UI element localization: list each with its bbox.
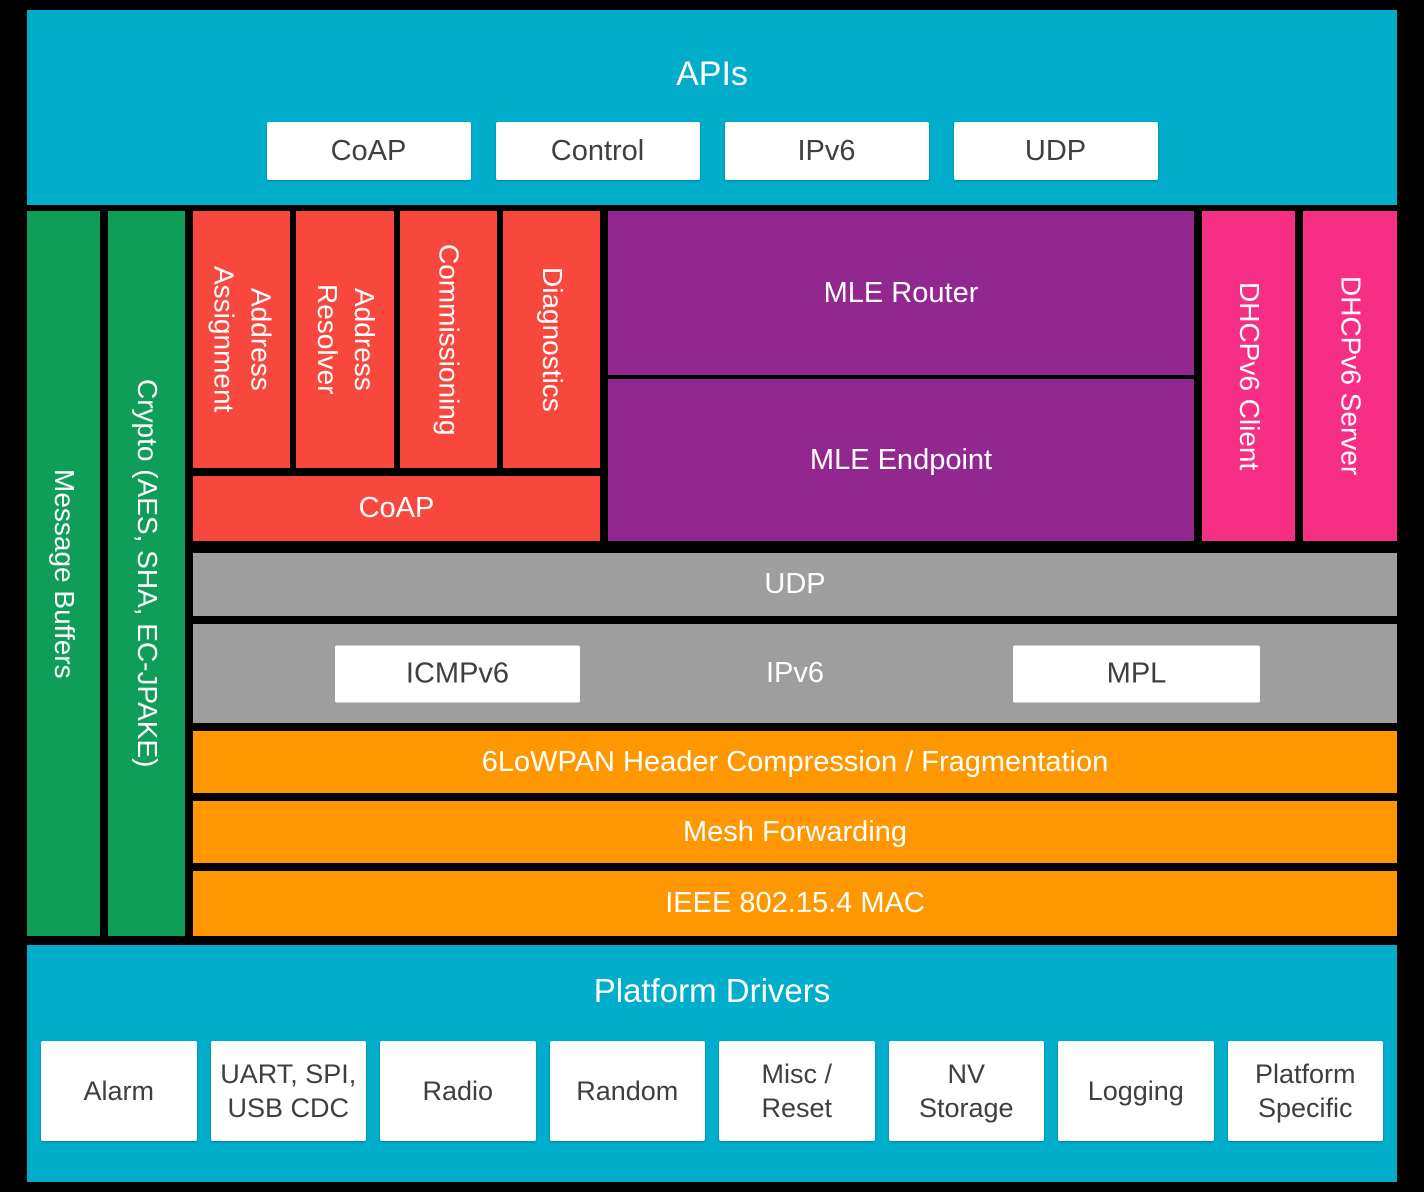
mle-endpoint-block: MLE Endpoint xyxy=(608,379,1194,541)
platform-chip-uart-spi-usb: UART, SPI, USB CDC xyxy=(210,1041,366,1141)
platform-chip-row: Alarm UART, SPI, USB CDC Radio Random Mi… xyxy=(27,1041,1397,1141)
coap-bar: CoAP xyxy=(193,476,600,541)
platform-chip-nv-storage: NV Storage xyxy=(888,1041,1044,1141)
ipv6-label: IPv6 xyxy=(765,657,825,689)
apis-band: APIs CoAP Control IPv6 UDP xyxy=(27,10,1397,205)
coap-services-group: Address Assignment Address Resolver Comm… xyxy=(193,211,600,541)
commissioning-label: Commissioning xyxy=(433,243,465,436)
dhcpv6-client-column: DHCPv6 Client xyxy=(1202,211,1295,541)
platform-chip-misc-reset: Misc / Reset xyxy=(719,1041,875,1141)
api-chip-coap: CoAP xyxy=(266,122,471,180)
address-resolver-module: Address Resolver xyxy=(296,211,394,468)
protocol-stack: Address Assignment Address Resolver Comm… xyxy=(193,211,1397,936)
apis-title: APIs xyxy=(676,55,748,93)
platform-chip-radio: Radio xyxy=(380,1041,536,1141)
dhcpv6-server-column: DHCPv6 Server xyxy=(1303,211,1397,541)
platform-chip-alarm: Alarm xyxy=(41,1041,197,1141)
address-assignment-module: Address Assignment xyxy=(193,211,291,468)
mle-group: MLE Router MLE Endpoint xyxy=(608,211,1194,541)
platform-drivers-title: Platform Drivers xyxy=(593,972,831,1009)
message-buffers-column: Message Buffers xyxy=(27,211,100,936)
crypto-label: Crypto (AES, SHA, EC-JPAKE) xyxy=(131,379,163,768)
address-assignment-label: Address Assignment xyxy=(208,266,277,413)
address-resolver-label: Address Resolver xyxy=(311,284,380,395)
diagnostics-module: Diagnostics xyxy=(502,211,600,468)
platform-chip-platform-specific: Platform Specific xyxy=(1227,1041,1383,1141)
mesh-forwarding-bar: Mesh Forwarding xyxy=(193,801,1397,863)
api-chip-udp: UDP xyxy=(953,122,1158,180)
dhcpv6-server-label: DHCPv6 Server xyxy=(1335,276,1367,476)
dhcpv6-client-label: DHCPv6 Client xyxy=(1233,281,1265,471)
mpl-chip: MPL xyxy=(1013,645,1260,702)
api-chip-ipv6: IPv6 xyxy=(724,122,929,180)
api-chip-row: CoAP Control IPv6 UDP xyxy=(266,122,1158,180)
sixlowpan-bar: 6LoWPAN Header Compression / Fragmentati… xyxy=(193,731,1397,793)
mac-bar: IEEE 802.15.4 MAC xyxy=(193,871,1397,936)
api-chip-control: Control xyxy=(495,122,700,180)
icmpv6-chip: ICMPv6 xyxy=(335,645,580,702)
platform-chip-logging: Logging xyxy=(1058,1041,1214,1141)
mle-router-block: MLE Router xyxy=(608,211,1194,375)
thread-services-row: Address Assignment Address Resolver Comm… xyxy=(193,211,1397,541)
crypto-column: Crypto (AES, SHA, EC-JPAKE) xyxy=(108,211,185,936)
commissioning-module: Commissioning xyxy=(399,211,497,468)
diagnostics-label: Diagnostics xyxy=(536,267,568,412)
ipv6-bar: ICMPv6 IPv6 MPL xyxy=(193,624,1397,723)
udp-bar: UDP xyxy=(193,553,1397,616)
core-region: Message Buffers Crypto (AES, SHA, EC-JPA… xyxy=(27,211,1397,936)
platform-drivers-band: Platform Drivers Alarm UART, SPI, USB CD… xyxy=(27,945,1397,1182)
message-buffers-label: Message Buffers xyxy=(48,468,80,679)
coap-modules-row: Address Assignment Address Resolver Comm… xyxy=(193,211,600,468)
platform-chip-random: Random xyxy=(549,1041,705,1141)
